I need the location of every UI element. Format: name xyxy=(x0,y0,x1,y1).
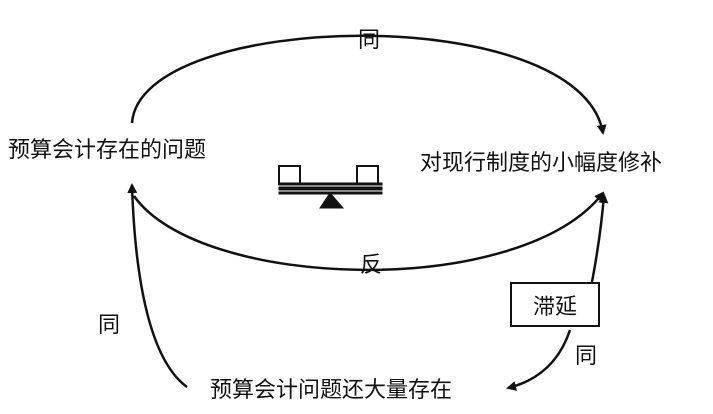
link-label-left: 同 xyxy=(98,313,121,338)
link-label-right: 同 xyxy=(575,344,598,369)
link-label-top: 同 xyxy=(358,28,381,53)
top-arc xyxy=(130,34,607,135)
delay-box: 滞延 xyxy=(510,282,600,327)
node-problem: 预算会计存在的问题 xyxy=(8,138,207,163)
left-feedback-link xyxy=(127,183,188,389)
delay-up-link xyxy=(590,193,609,283)
node-repair: 对现行制度的小幅度修补 xyxy=(420,151,663,176)
link-label-middle: 反 xyxy=(360,253,383,278)
balance-scale-icon xyxy=(278,165,383,209)
delay-down-link xyxy=(506,329,572,391)
node-remaining: 预算会计问题还大量存在 xyxy=(210,378,453,403)
bottom-arc xyxy=(132,191,605,272)
